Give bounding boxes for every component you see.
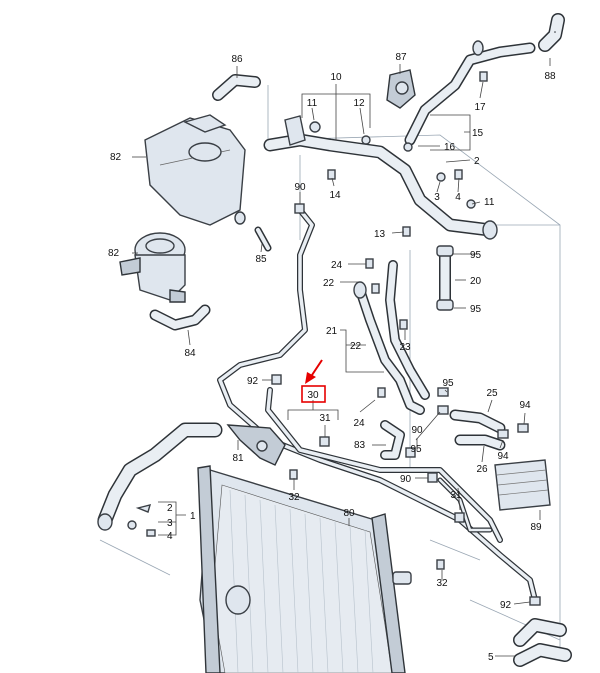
callout-24-top: 24 — [331, 260, 343, 271]
coolant-pipe-assembly — [263, 40, 536, 240]
callout-95-d: 95 — [410, 444, 422, 455]
callout-22-mid: 22 — [350, 341, 362, 352]
callout-4-top: 4 — [455, 192, 461, 203]
callout-92-low: 92 — [500, 600, 512, 611]
callout-84: 84 — [184, 348, 196, 359]
callout-16: 16 — [444, 142, 456, 153]
callout-5: 5 — [488, 652, 494, 663]
expansion-tank — [144, 114, 246, 226]
callout-14: 14 — [329, 190, 341, 201]
hose-5 — [513, 618, 572, 667]
callout-80: 80 — [343, 508, 355, 519]
callout-81: 81 — [232, 453, 244, 464]
callout-87: 87 — [395, 52, 407, 63]
callout-2-low: 2 — [167, 503, 173, 514]
callout-90-low: 90 — [400, 474, 412, 485]
small-hardware — [127, 71, 541, 606]
leader-lines — [132, 58, 551, 657]
callout-13: 13 — [374, 229, 386, 240]
thermostat-housing — [386, 69, 416, 109]
callout-89: 89 — [530, 522, 542, 533]
reservoir-cap-assembly — [119, 232, 186, 303]
radiator — [197, 465, 412, 673]
callout-22-top: 22 — [323, 278, 335, 289]
callout-12: 12 — [353, 98, 365, 109]
callout-2-top: 2 — [474, 156, 480, 167]
callout-88: 88 — [544, 71, 556, 82]
callout-90-mid: 90 — [411, 425, 423, 436]
hose-86 — [212, 74, 261, 101]
callout-94-mid: 94 — [497, 451, 509, 462]
callout-17: 17 — [474, 102, 486, 113]
callout-10: 10 — [330, 72, 342, 83]
callout-11-right: 11 — [484, 197, 495, 208]
callout-3-low: 3 — [167, 518, 173, 529]
callout-85: 85 — [255, 254, 267, 265]
bracket-81 — [226, 424, 286, 466]
hose-84 — [149, 304, 211, 331]
callout-94-right: 94 — [519, 400, 531, 411]
callout-95-c: 95 — [442, 378, 454, 389]
callout-30: 30 — [307, 390, 319, 401]
callout-82-reservoir: 82 — [108, 248, 120, 259]
callout-20: 20 — [470, 276, 482, 287]
callout-32-low: 32 — [436, 578, 448, 589]
callout-83: 83 — [354, 440, 366, 451]
radiator-hose-1 — [97, 422, 223, 531]
callout-92-left: 92 — [247, 376, 259, 387]
callout-86: 86 — [231, 54, 243, 65]
callout-21: 21 — [326, 326, 338, 337]
callout-11-top: 11 — [307, 98, 318, 109]
frame-lines — [99, 85, 561, 660]
callout-3-top: 3 — [434, 192, 440, 203]
callout-95-a: 95 — [470, 250, 482, 261]
hose-20 — [436, 245, 454, 311]
callout-31-mid: 31 — [319, 413, 331, 424]
callout-1: 1 — [190, 511, 196, 522]
hoses-25-26 — [449, 409, 506, 451]
callout-24-mid: 24 — [353, 418, 365, 429]
callout-4-low: 4 — [167, 531, 173, 542]
callout-32-left: 32 — [288, 492, 300, 503]
callout-31-low: 31 — [450, 490, 462, 501]
callout-23: 23 — [399, 342, 411, 353]
vent-line — [217, 207, 538, 603]
callout-15: 15 — [472, 128, 484, 139]
pipe-21 — [353, 260, 430, 415]
callout-26: 26 — [476, 464, 488, 475]
bleed-screw — [254, 226, 272, 252]
callout-82-tank: 82 — [110, 152, 122, 163]
highlight-box-30 — [301, 385, 326, 403]
hose-88 — [538, 13, 565, 52]
callout-90-top: 90 — [294, 182, 306, 193]
highlight-arrow — [305, 359, 323, 384]
hose-83 — [380, 420, 405, 460]
oil-cooler — [494, 459, 551, 511]
callout-95-b: 95 — [470, 304, 482, 315]
callout-25: 25 — [486, 388, 498, 399]
callout-labels: 86 87 88 10 11 12 17 15 16 2 82 90 14 3 … — [108, 52, 556, 663]
